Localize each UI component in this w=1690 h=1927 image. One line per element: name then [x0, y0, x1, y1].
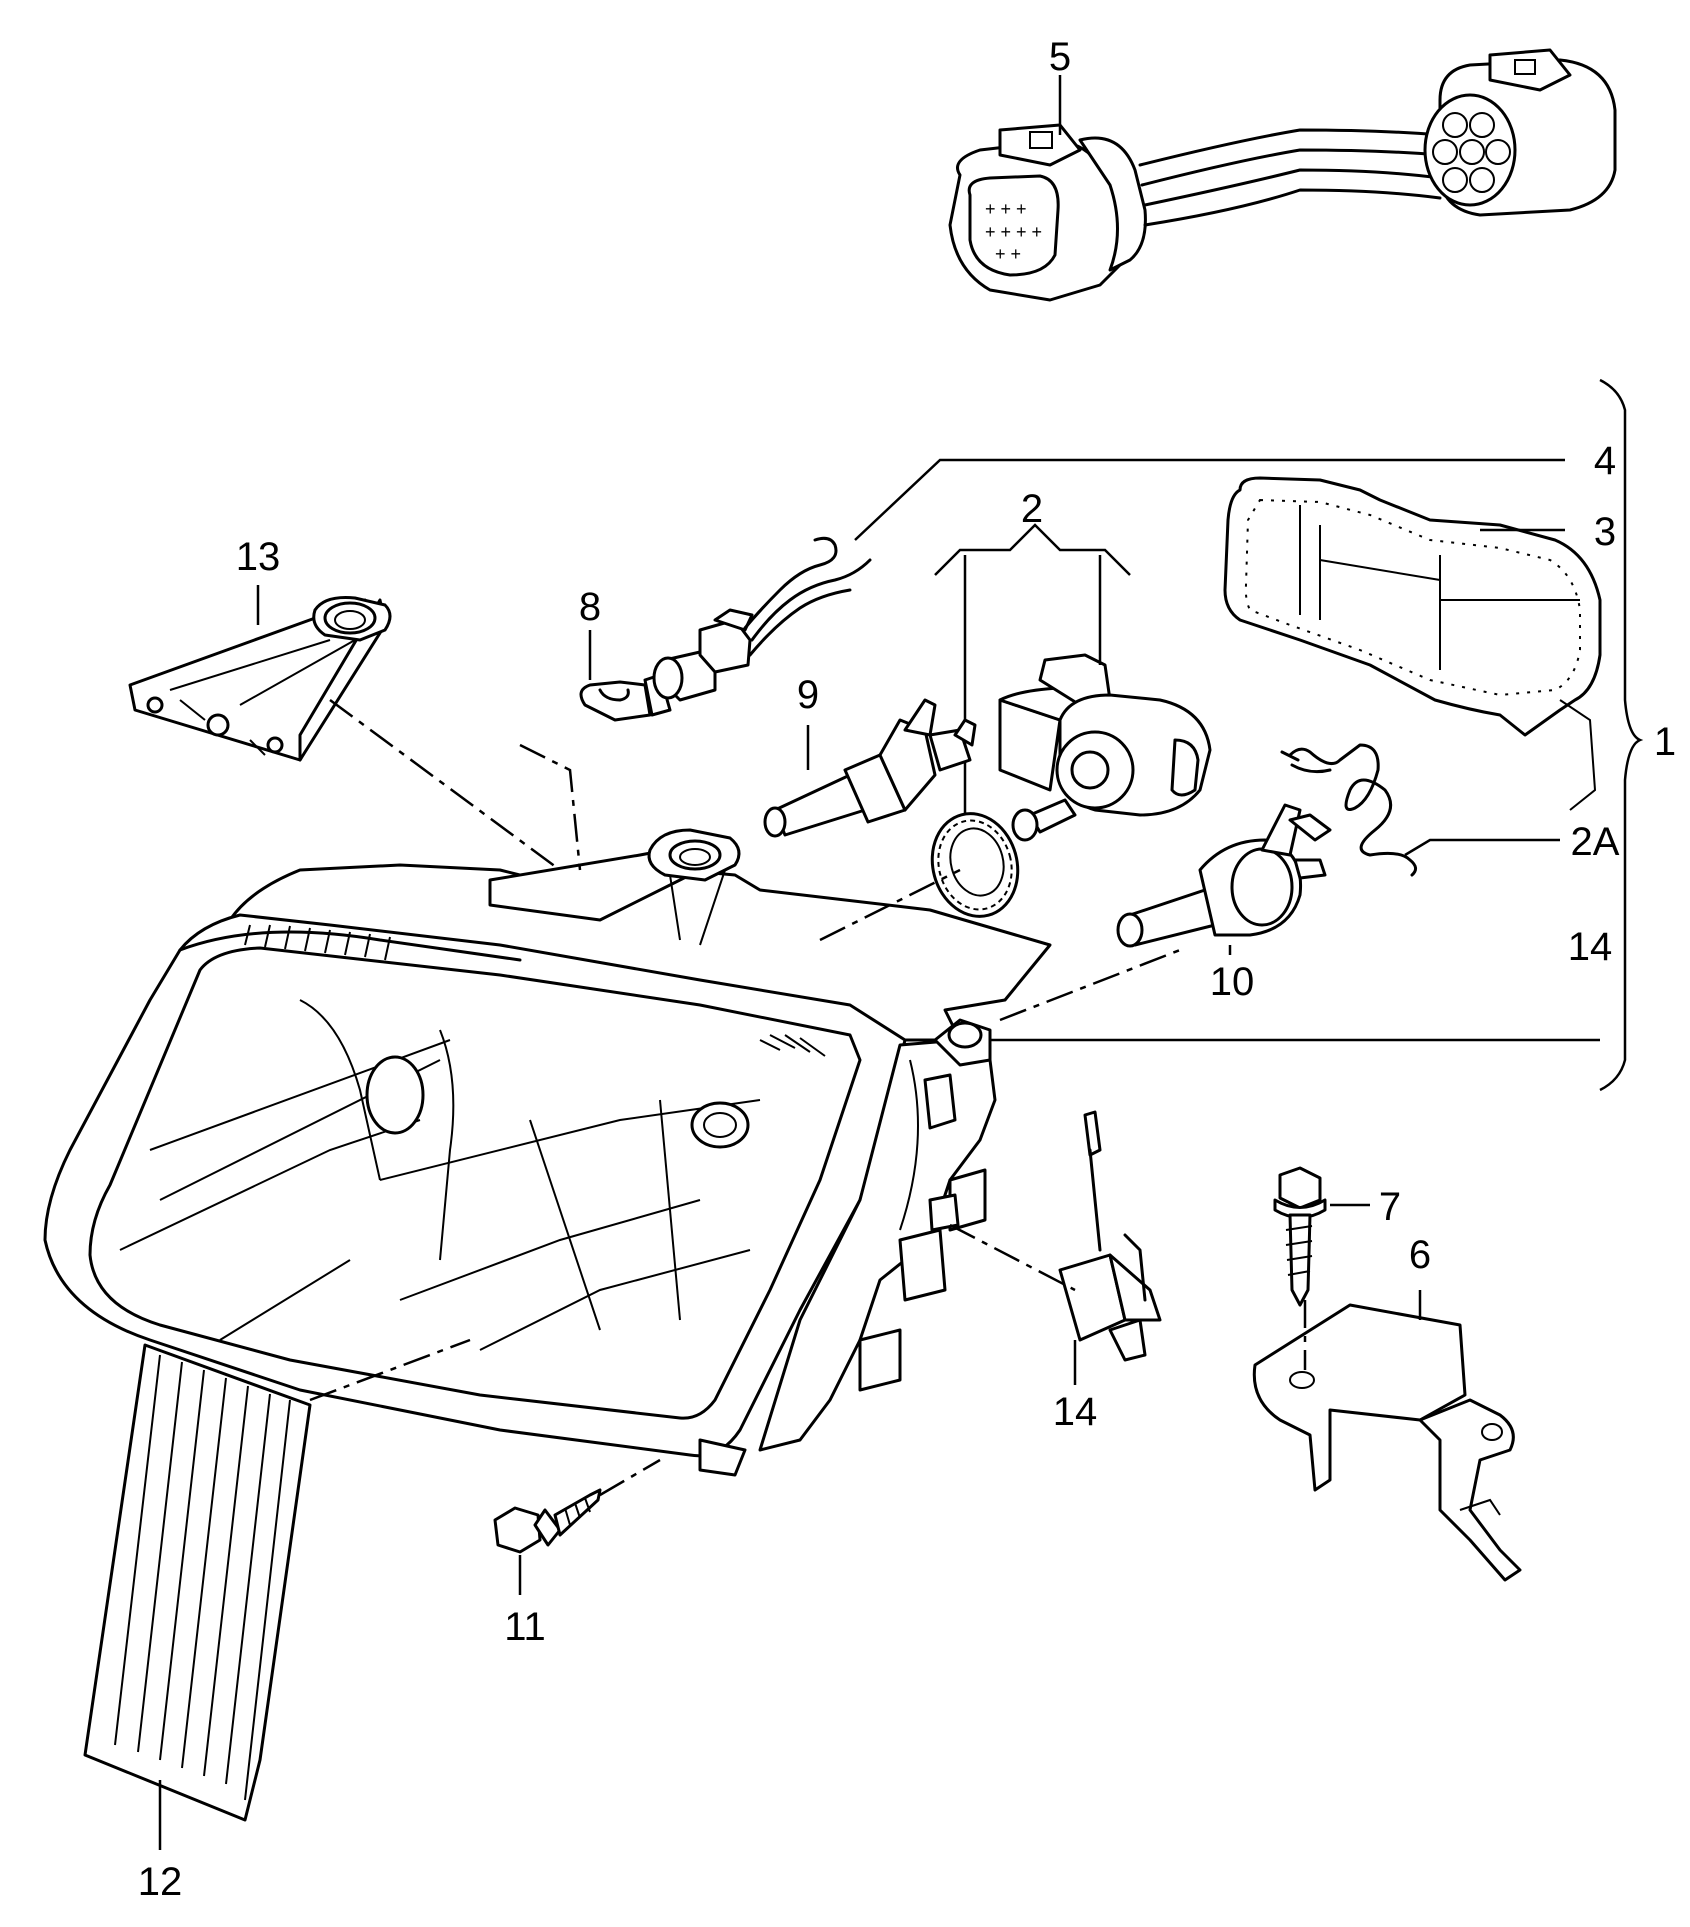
callout-2-bracket: [934, 523, 1131, 815]
headlight-assembly: [43, 828, 1052, 1477]
callout-11: 11: [504, 1605, 546, 1649]
protective-film: [83, 1343, 312, 1822]
hex-screw-lower: [493, 1488, 602, 1554]
callout-14-side: 14: [1568, 925, 1613, 969]
callout-14-bottom: 14: [1053, 1390, 1098, 1434]
callout-2: 2: [1021, 487, 1043, 531]
callout-13: 13: [236, 535, 281, 579]
h1-bulb: [763, 698, 977, 838]
callout-1: 1: [1654, 720, 1676, 764]
callout-7: 7: [1379, 1185, 1401, 1229]
assembly-lines: [309, 698, 1307, 1497]
svg-text:+ +: + +: [995, 244, 1021, 264]
headlight-cover-gasket: [1223, 476, 1602, 811]
mounting-bracket-upper: [128, 596, 392, 762]
callout-12: 12: [138, 1860, 183, 1904]
leader-lines: [158, 75, 1644, 1850]
wiring-clip-connector: [1058, 1110, 1162, 1362]
callout-10: 10: [1210, 960, 1255, 1004]
callout-3: 3: [1594, 510, 1616, 554]
range-adjustment-motor: [998, 653, 1212, 842]
svg-text:+ + +: + + +: [985, 199, 1027, 219]
seal-ring: [930, 812, 1020, 918]
callout-6: 6: [1409, 1233, 1431, 1277]
callout-9: 9: [797, 673, 819, 717]
callout-5: 5: [1049, 35, 1071, 79]
callout-8: 8: [579, 585, 601, 629]
wiring-adapter-harness: + + + + + + + + +: [948, 48, 1617, 302]
callout-4: 4: [1594, 439, 1616, 483]
parking-bulb-socket: [579, 536, 872, 722]
callout-2a: 2A: [1571, 820, 1620, 864]
ground-wire: [1280, 743, 1417, 877]
svg-text:+ + + +: + + + +: [985, 222, 1042, 242]
hex-screw-upper: [1273, 1166, 1327, 1307]
mounting-bracket-lower: [1252, 1303, 1522, 1582]
h7-bulb: [1116, 803, 1332, 948]
